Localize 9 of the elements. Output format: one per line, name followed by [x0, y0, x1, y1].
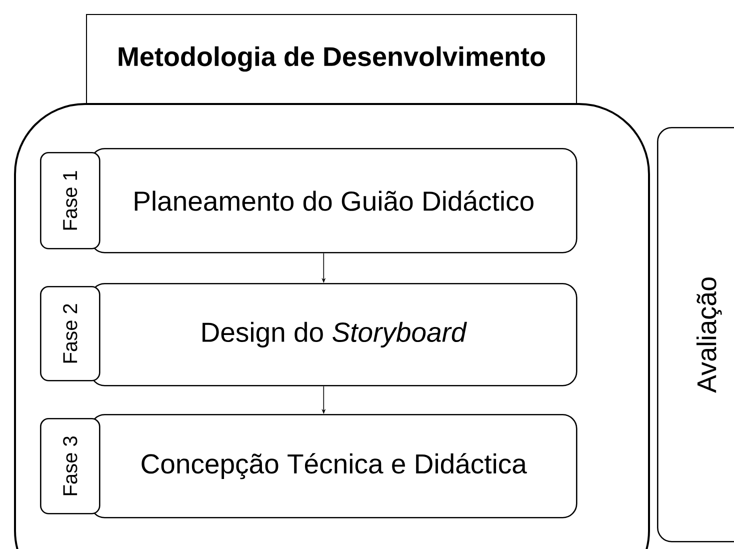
phase-tab: Fase 3 [40, 418, 100, 514]
phase-box: Design do Storyboard [90, 283, 578, 386]
phase-tab: Fase 1 [40, 152, 100, 250]
phase-tab: Fase 2 [40, 286, 100, 382]
phase-box: Planeamento do Guião Didáctico [90, 148, 578, 254]
side-box: Avaliação [657, 127, 734, 542]
phase-box: Concepção Técnica e Didáctica [90, 414, 578, 518]
title-box: Metodologia de Desenvolvimento [86, 14, 577, 104]
container-box [14, 103, 650, 549]
